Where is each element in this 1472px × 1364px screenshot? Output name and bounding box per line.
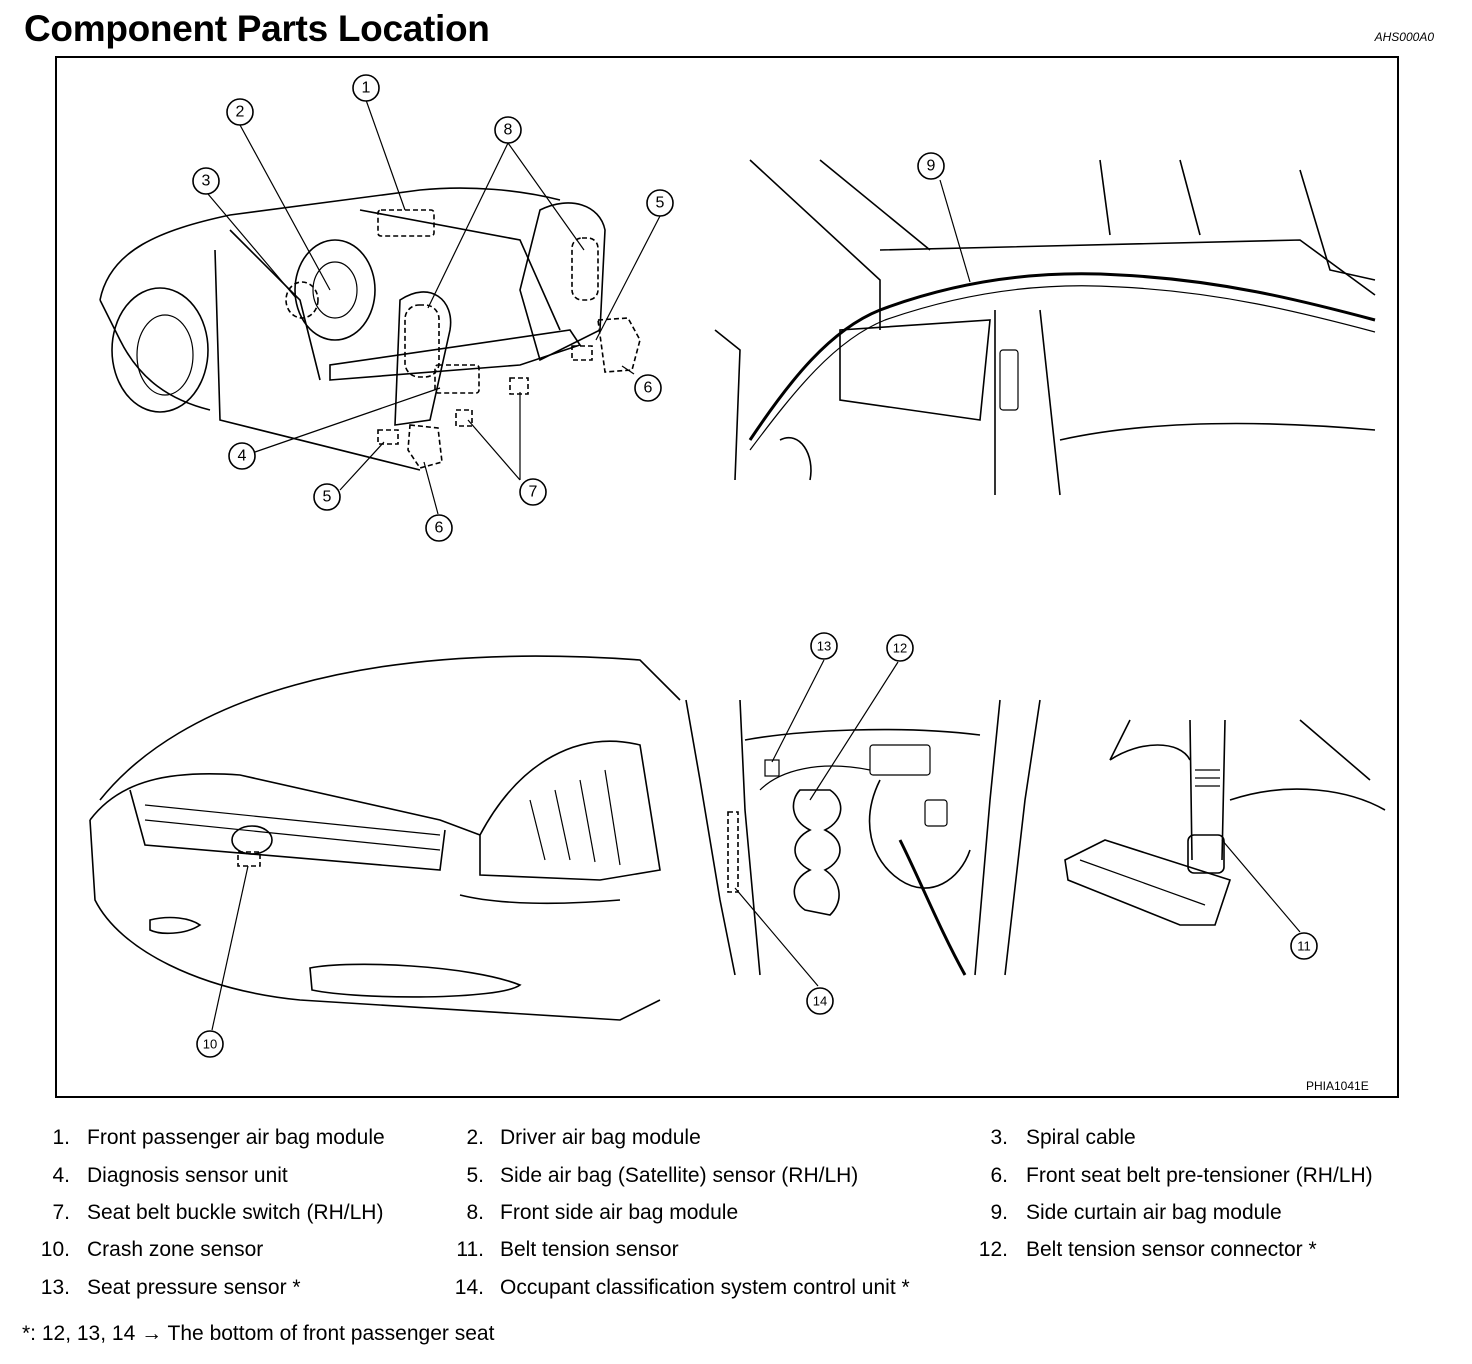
roof-rail-drawing: [714, 159, 1376, 496]
front-bumper-drawing: [89, 655, 681, 1021]
under-seat-drawing: [685, 699, 1041, 976]
legend-number: 1.: [52, 1126, 70, 1149]
legend-text: Front seat belt pre-tensioner (RH/LH): [1026, 1164, 1373, 1187]
legend-item-14: 14. Occupant classification system contr…: [0, 1276, 910, 1299]
belt-tension-drawing: [1064, 719, 1386, 926]
legend-number: 10.: [40, 1238, 70, 1261]
legend-text: Front passenger air bag module: [87, 1126, 385, 1149]
footnote: *: 12, 13, 14 → The bottom of front pass…: [22, 1322, 495, 1345]
interior-cutaway-drawing: [99, 187, 641, 471]
svg-text:7: 7: [529, 484, 538, 501]
legend-text: Side air bag (Satellite) sensor (RH/LH): [500, 1164, 859, 1187]
legend-number: 8.: [466, 1201, 484, 1224]
svg-text:4: 4: [238, 448, 247, 465]
callout-3: 3: [192, 167, 220, 195]
svg-text:3: 3: [202, 173, 211, 190]
legend-item-8: 8. Front side air bag module: [0, 1201, 738, 1224]
callout-6-left: 6: [425, 514, 453, 542]
svg-text:14: 14: [813, 994, 827, 1009]
svg-text:11: 11: [1297, 939, 1311, 954]
callout-8: 8: [494, 116, 522, 144]
svg-text:12: 12: [893, 641, 907, 656]
legend-item-12: 12. Belt tension sensor connector *: [0, 1238, 1317, 1261]
legend-number: 13.: [40, 1276, 70, 1299]
callout-14: 14: [806, 987, 834, 1015]
legend-text: Spiral cable: [1026, 1126, 1136, 1149]
legend-number: 5.: [466, 1164, 484, 1187]
callout-9: 9: [917, 152, 945, 180]
callout-10: 10: [196, 1030, 224, 1058]
svg-text:10: 10: [203, 1037, 217, 1052]
svg-text:13: 13: [817, 639, 831, 654]
svg-text:1: 1: [362, 80, 371, 97]
legend-number: 7.: [52, 1201, 70, 1224]
callout-12: 12: [886, 634, 914, 662]
legend-item-3: 3. Spiral cable: [0, 1126, 1135, 1149]
legend-item-6: 6. Front seat belt pre-tensioner (RH/LH): [0, 1164, 1372, 1187]
leader-lines: [207, 99, 1301, 1031]
legend-text: Seat pressure sensor *: [87, 1276, 301, 1299]
legend-text: Driver air bag module: [500, 1126, 701, 1149]
legend-text: Seat belt buckle switch (RH/LH): [87, 1201, 384, 1224]
legend-text: Front side air bag module: [500, 1201, 739, 1224]
legend-number: 14.: [454, 1276, 484, 1299]
legend-item-2: 2. Driver air bag module: [0, 1126, 700, 1149]
legend-item-10: 10. Crash zone sensor: [0, 1238, 263, 1261]
legend-item-11: 11. Belt tension sensor: [0, 1238, 678, 1261]
svg-text:5: 5: [656, 195, 665, 212]
svg-text:5: 5: [323, 489, 332, 506]
callout-5-left: 5: [313, 483, 341, 511]
legend-number: 11.: [456, 1238, 484, 1261]
callout-1: 1: [352, 74, 380, 102]
legend-number: 4.: [52, 1164, 70, 1187]
legend-number: 6.: [990, 1164, 1008, 1187]
callout-2: 2: [226, 98, 254, 126]
legend-item-4: 4. Diagnosis sensor unit: [0, 1164, 287, 1187]
legend-item-13: 13. Seat pressure sensor *: [0, 1276, 301, 1299]
svg-text:9: 9: [927, 158, 936, 175]
legend-number: 2.: [466, 1126, 484, 1149]
legend-text: Occupant classification system control u…: [500, 1276, 910, 1299]
figure-code-top: AHS000A0: [1374, 30, 1434, 44]
legend-number: 9.: [990, 1201, 1008, 1224]
svg-text:6: 6: [435, 520, 444, 537]
svg-text:6: 6: [644, 380, 653, 397]
callout-13: 13: [810, 632, 838, 660]
callout-11: 11: [1290, 932, 1318, 960]
svg-text:2: 2: [236, 104, 245, 121]
legend-item-5: 5. Side air bag (Satellite) sensor (RH/L…: [0, 1164, 858, 1187]
page-title: Component Parts Location: [24, 8, 490, 49]
legend-number: 12.: [978, 1238, 1008, 1261]
legend-number: 3.: [990, 1126, 1008, 1149]
legend-item-1: 1. Front passenger air bag module: [0, 1126, 384, 1149]
figure-code-bottom: PHIA1041E: [1306, 1079, 1369, 1093]
callout-7: 7: [519, 478, 547, 506]
legend-text: Belt tension sensor connector *: [1026, 1238, 1317, 1261]
illustration-frame: [55, 56, 1399, 1098]
svg-text:8: 8: [504, 122, 513, 139]
legend-text: Side curtain air bag module: [1026, 1201, 1282, 1224]
legend-text: Crash zone sensor: [87, 1238, 264, 1261]
legend-text: Belt tension sensor: [500, 1238, 679, 1261]
callout-4: 4: [228, 442, 256, 470]
legend-text: Diagnosis sensor unit: [87, 1164, 288, 1187]
legend-item-7: 7. Seat belt buckle switch (RH/LH): [0, 1201, 383, 1224]
legend-item-9: 9. Side curtain air bag module: [0, 1201, 1281, 1224]
callout-6-right: 6: [634, 374, 662, 402]
callout-5-right: 5: [646, 189, 674, 217]
